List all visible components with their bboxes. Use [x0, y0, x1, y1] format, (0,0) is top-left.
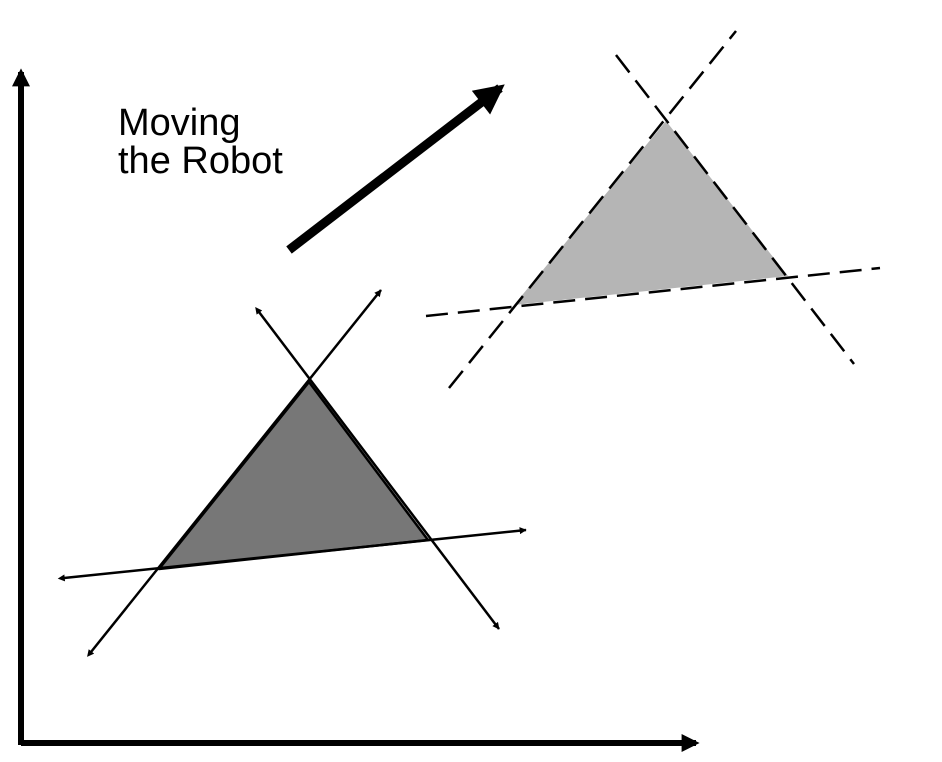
robot-moved-group [425, 30, 881, 389]
moving-the-robot-caption: Moving the Robot [118, 104, 283, 180]
caption-line-1: Moving [118, 102, 241, 144]
motion-direction-arrow [286, 84, 505, 254]
robot-start-group [57, 289, 527, 657]
dashed-constraint-line-base [425, 266, 881, 318]
constraint-arrow-base [57, 527, 527, 582]
robot-triangle-start [157, 380, 430, 571]
coordinate-axes [11, 68, 700, 752]
dashed-constraint-line-right [615, 54, 855, 365]
robot-triangle-moved [514, 121, 788, 305]
caption-line-2: the Robot [118, 140, 283, 182]
